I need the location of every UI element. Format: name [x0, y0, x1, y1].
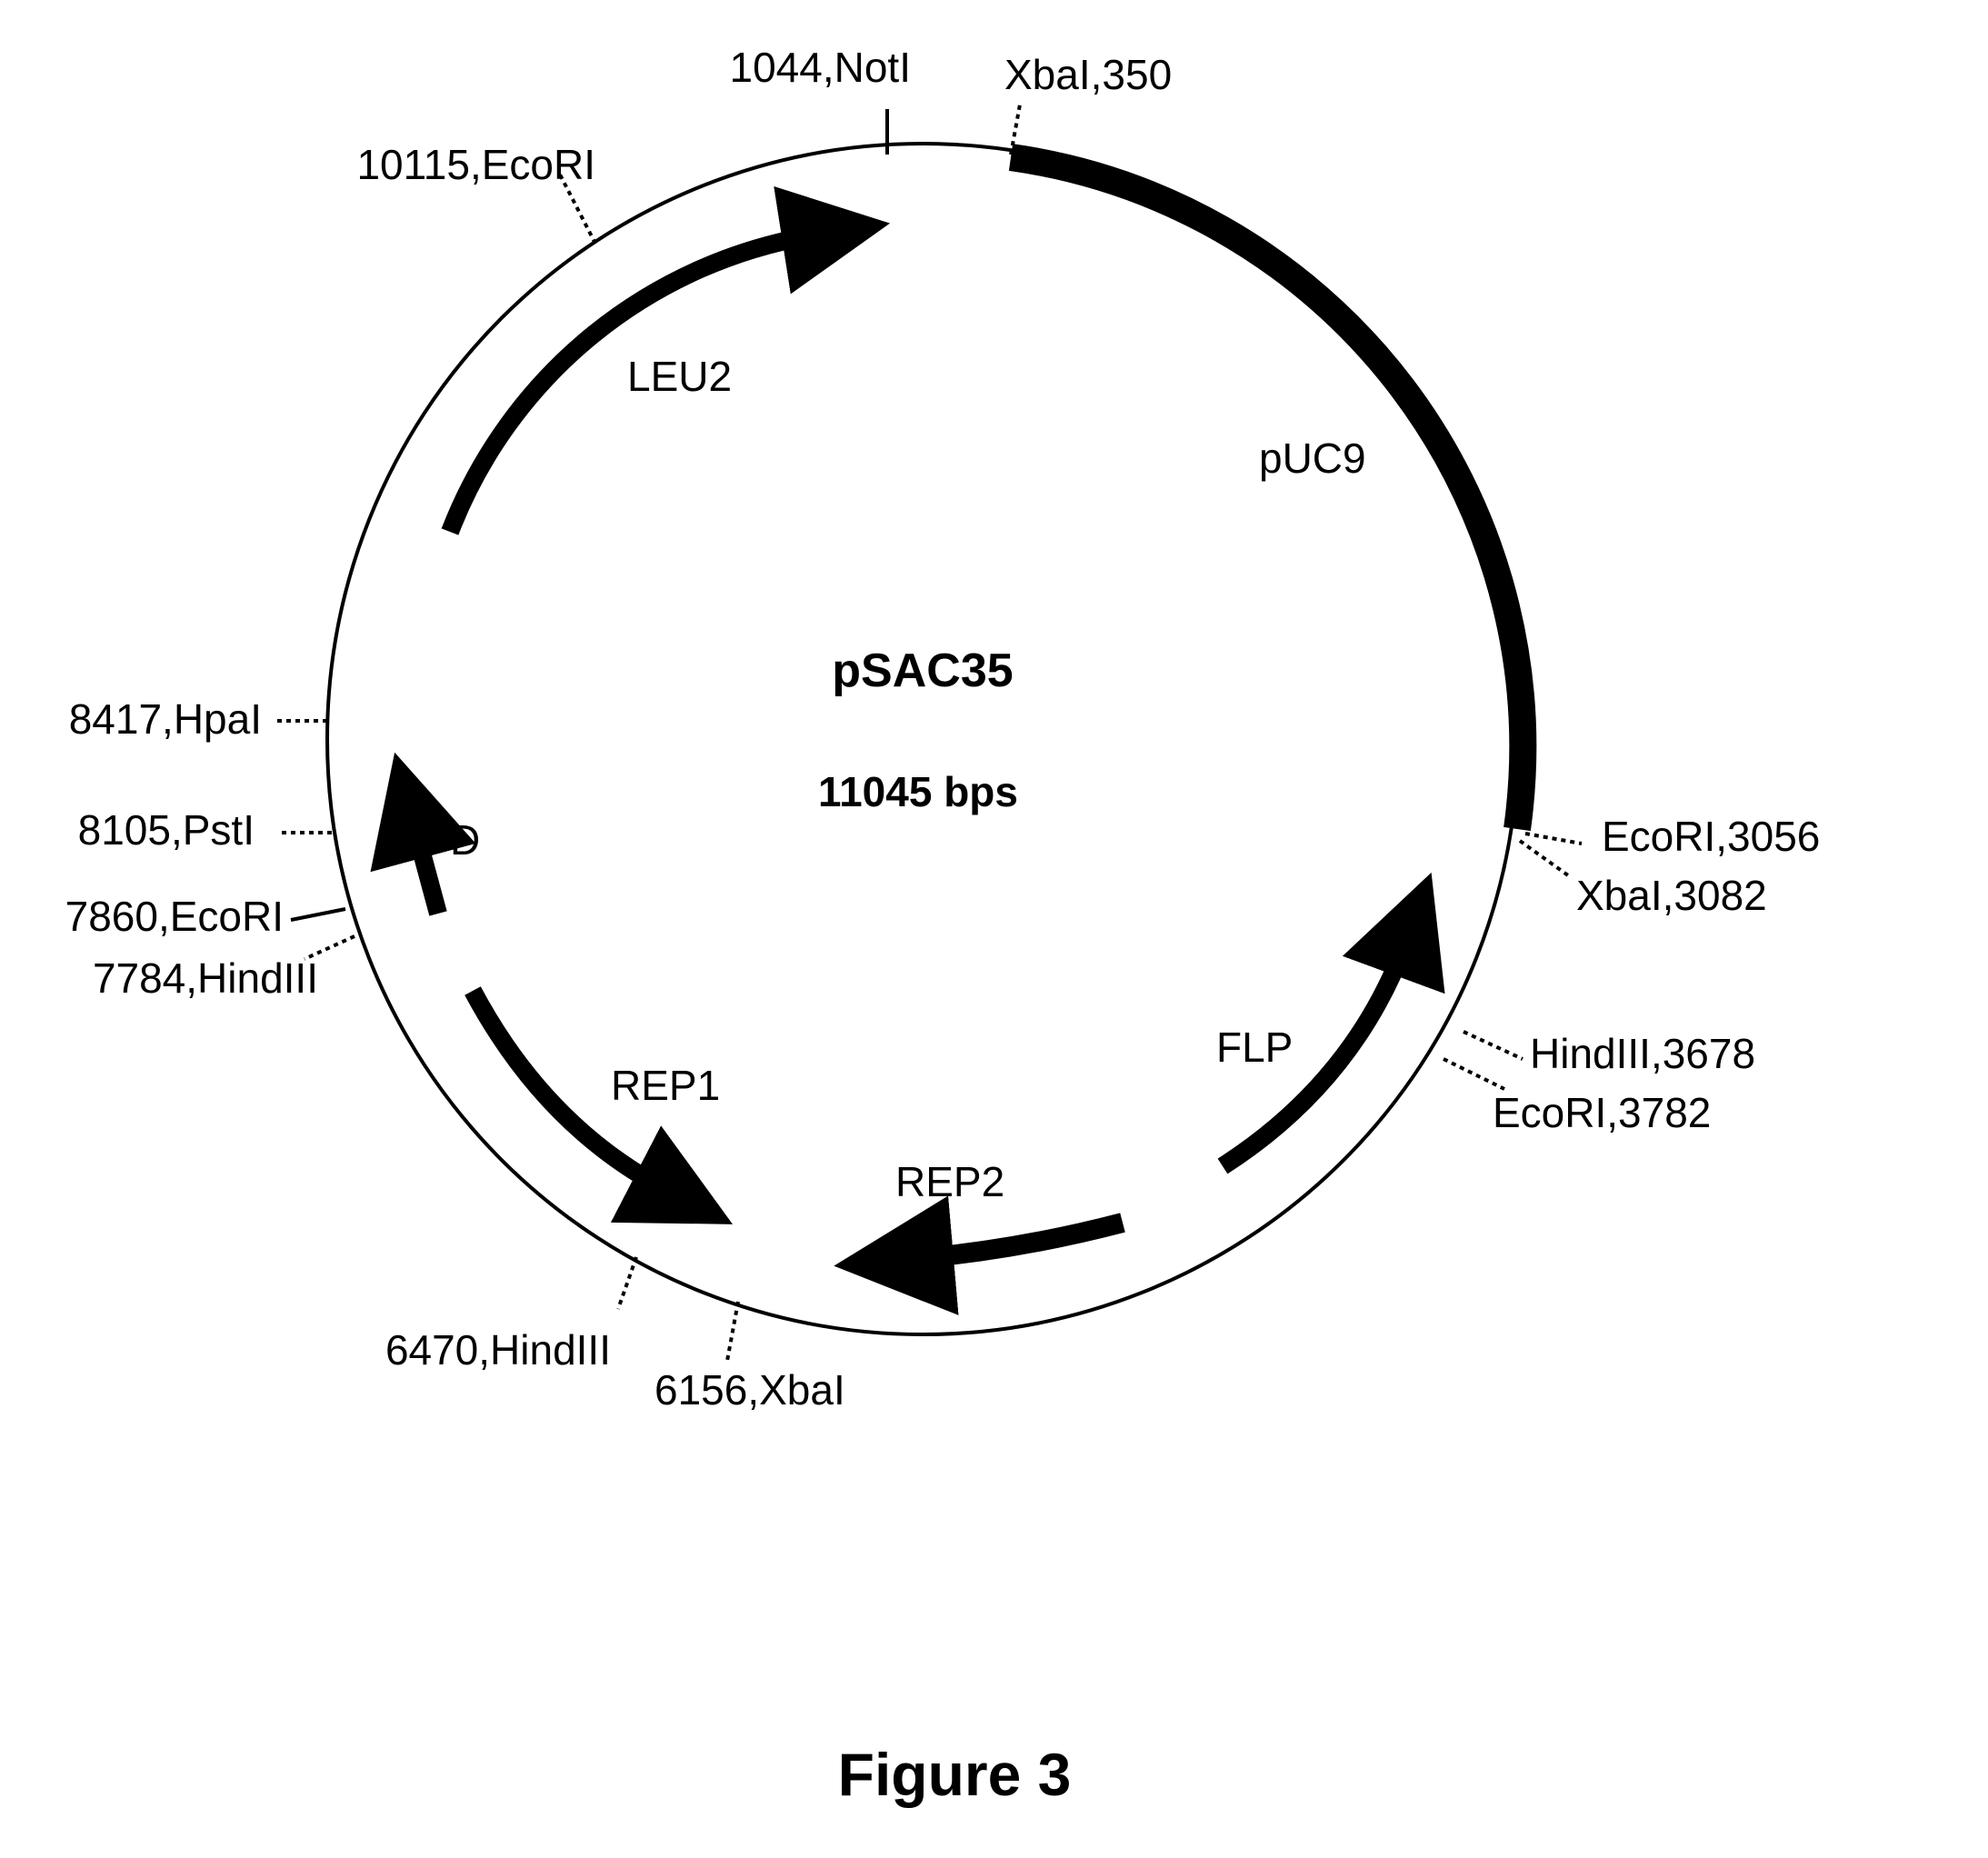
site-label-hindIII-7784: 7784,HindIII [93, 954, 318, 1002]
site-label-ecoRI-3782: EcoRI,3782 [1493, 1089, 1711, 1136]
gene-label-rep2: REP2 [895, 1158, 1004, 1205]
site-label-notI: 1044,NotI [730, 44, 911, 91]
site-label-hpaI: 8417,HpaI [69, 695, 262, 743]
site-label-ecoRI-10115: 10115,EcoRI [356, 141, 595, 188]
site-label-pstI: 8105,PstI [78, 806, 255, 854]
gene-label-d: D [450, 816, 480, 864]
gene-label-puc9: pUC9 [1259, 435, 1366, 482]
tick-ecoRI-3056 [1525, 834, 1582, 844]
site-label-ecoRI-3056: EcoRI,3056 [1602, 813, 1820, 860]
site-label-xbaI-6156: 6156,XbaI [654, 1366, 845, 1413]
tick-xbaI-3082 [1520, 841, 1568, 875]
tick-ecoRI-3782 [1444, 1059, 1504, 1089]
tick-hindIII-3678 [1464, 1032, 1523, 1059]
site-label-xbaI-350: XbaI,350 [1004, 51, 1172, 98]
tick-ecoRI-7860 [291, 909, 345, 920]
plasmid-name: pSAC35 [832, 644, 1013, 697]
gene-label-flp: FLP [1216, 1024, 1293, 1071]
site-label-hindIII-3678: HindIII,3678 [1530, 1030, 1755, 1077]
site-label-hindIII-6470: 6470,HindIII [385, 1326, 611, 1374]
tick-hindIII-6470 [618, 1257, 636, 1309]
plasmid-size: 11045 bps [818, 768, 1018, 815]
site-label-xbaI-3082: XbaI,3082 [1576, 872, 1767, 919]
rep2-arrow [914, 1223, 1123, 1259]
d-arrow [414, 823, 438, 914]
figure-caption: Figure 3 [838, 1741, 1072, 1808]
tick-xbaI-6156 [727, 1302, 738, 1361]
puc9-segment [1011, 157, 1523, 829]
gene-label-rep1: REP1 [611, 1062, 720, 1109]
site-label-ecoRI-7860: 7860,EcoRI [65, 893, 284, 940]
gene-label-leu2: LEU2 [627, 353, 732, 400]
